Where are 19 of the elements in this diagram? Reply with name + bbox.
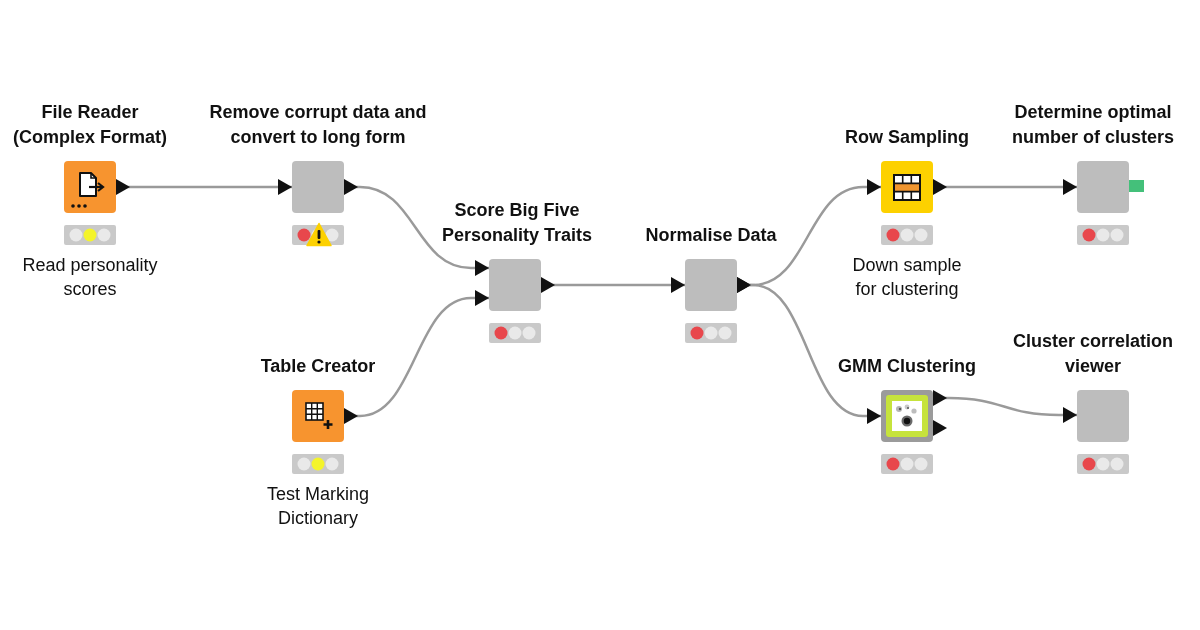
node-title: GMM Clustering: [838, 355, 976, 378]
node-title: Table Creator: [260, 355, 376, 378]
node-title: Normalise Data: [645, 224, 777, 247]
connector-arrow: [116, 179, 292, 195]
connector-arrow: [933, 390, 1077, 423]
node-title: Determine optimal number of clusters: [1010, 101, 1175, 149]
connector-arrow: [344, 179, 489, 276]
node-title: Score Big Five Personality Traits: [440, 199, 594, 247]
node-title: Row Sampling: [845, 126, 969, 149]
node-caption: Read personality scores: [21, 254, 159, 301]
connector-arrow: [344, 290, 489, 424]
connector-arrow: [933, 179, 1077, 195]
connector-arrow: [541, 277, 685, 293]
node-caption: Test Marking Dictionary: [265, 483, 370, 530]
node-title: Cluster correlation viewer: [1011, 330, 1174, 378]
node-caption: Down sample for clustering: [851, 254, 963, 301]
node-title: Remove corrupt data and convert to long form: [208, 101, 428, 149]
node-title: File Reader (Complex Format): [12, 101, 168, 149]
connector-arrow: [737, 277, 881, 424]
